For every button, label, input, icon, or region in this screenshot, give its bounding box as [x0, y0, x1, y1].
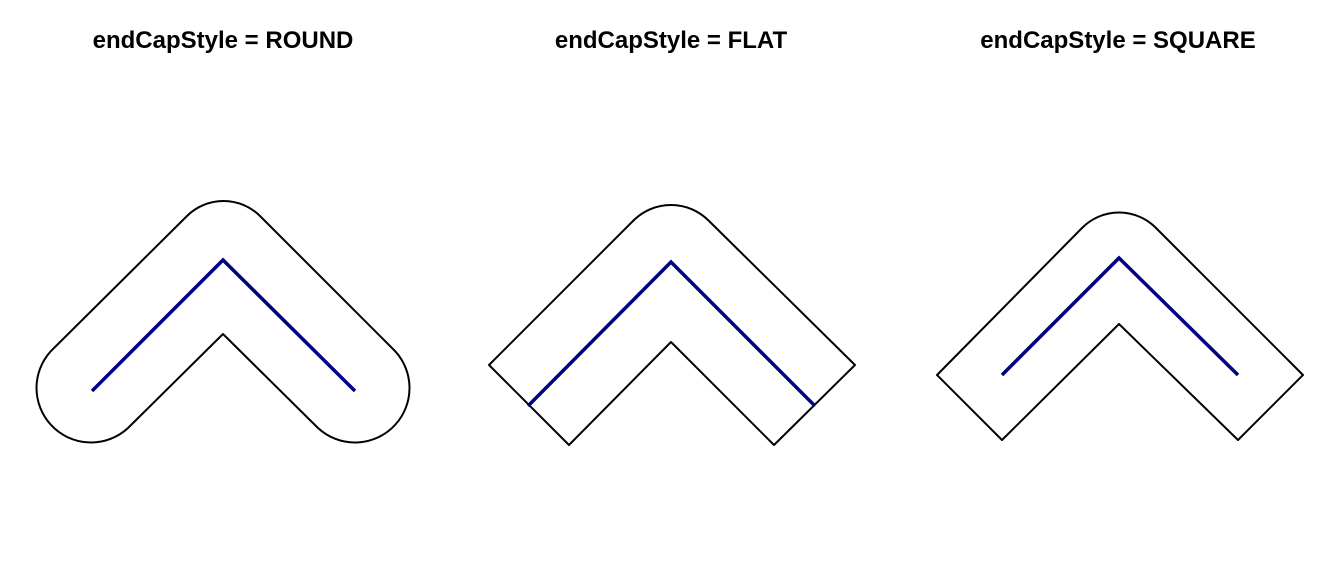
linestring-round [90, 257, 357, 393]
panel-title-round: endCapStyle = ROUND [93, 27, 354, 54]
linestring-flat [526, 259, 817, 408]
panel-title-square: endCapStyle = SQUARE [980, 27, 1255, 54]
linestring-square [1000, 255, 1240, 377]
buffer-outline-flat [488, 203, 856, 446]
buffer-outline-square [936, 211, 1304, 441]
panel-flat: endCapStyle = FLAT [488, 27, 856, 446]
buffer-outline-round [35, 200, 411, 444]
panel-square: endCapStyle = SQUARE [936, 27, 1304, 441]
panel-round: endCapStyle = ROUND [35, 27, 411, 444]
panel-title-flat: endCapStyle = FLAT [555, 27, 788, 54]
